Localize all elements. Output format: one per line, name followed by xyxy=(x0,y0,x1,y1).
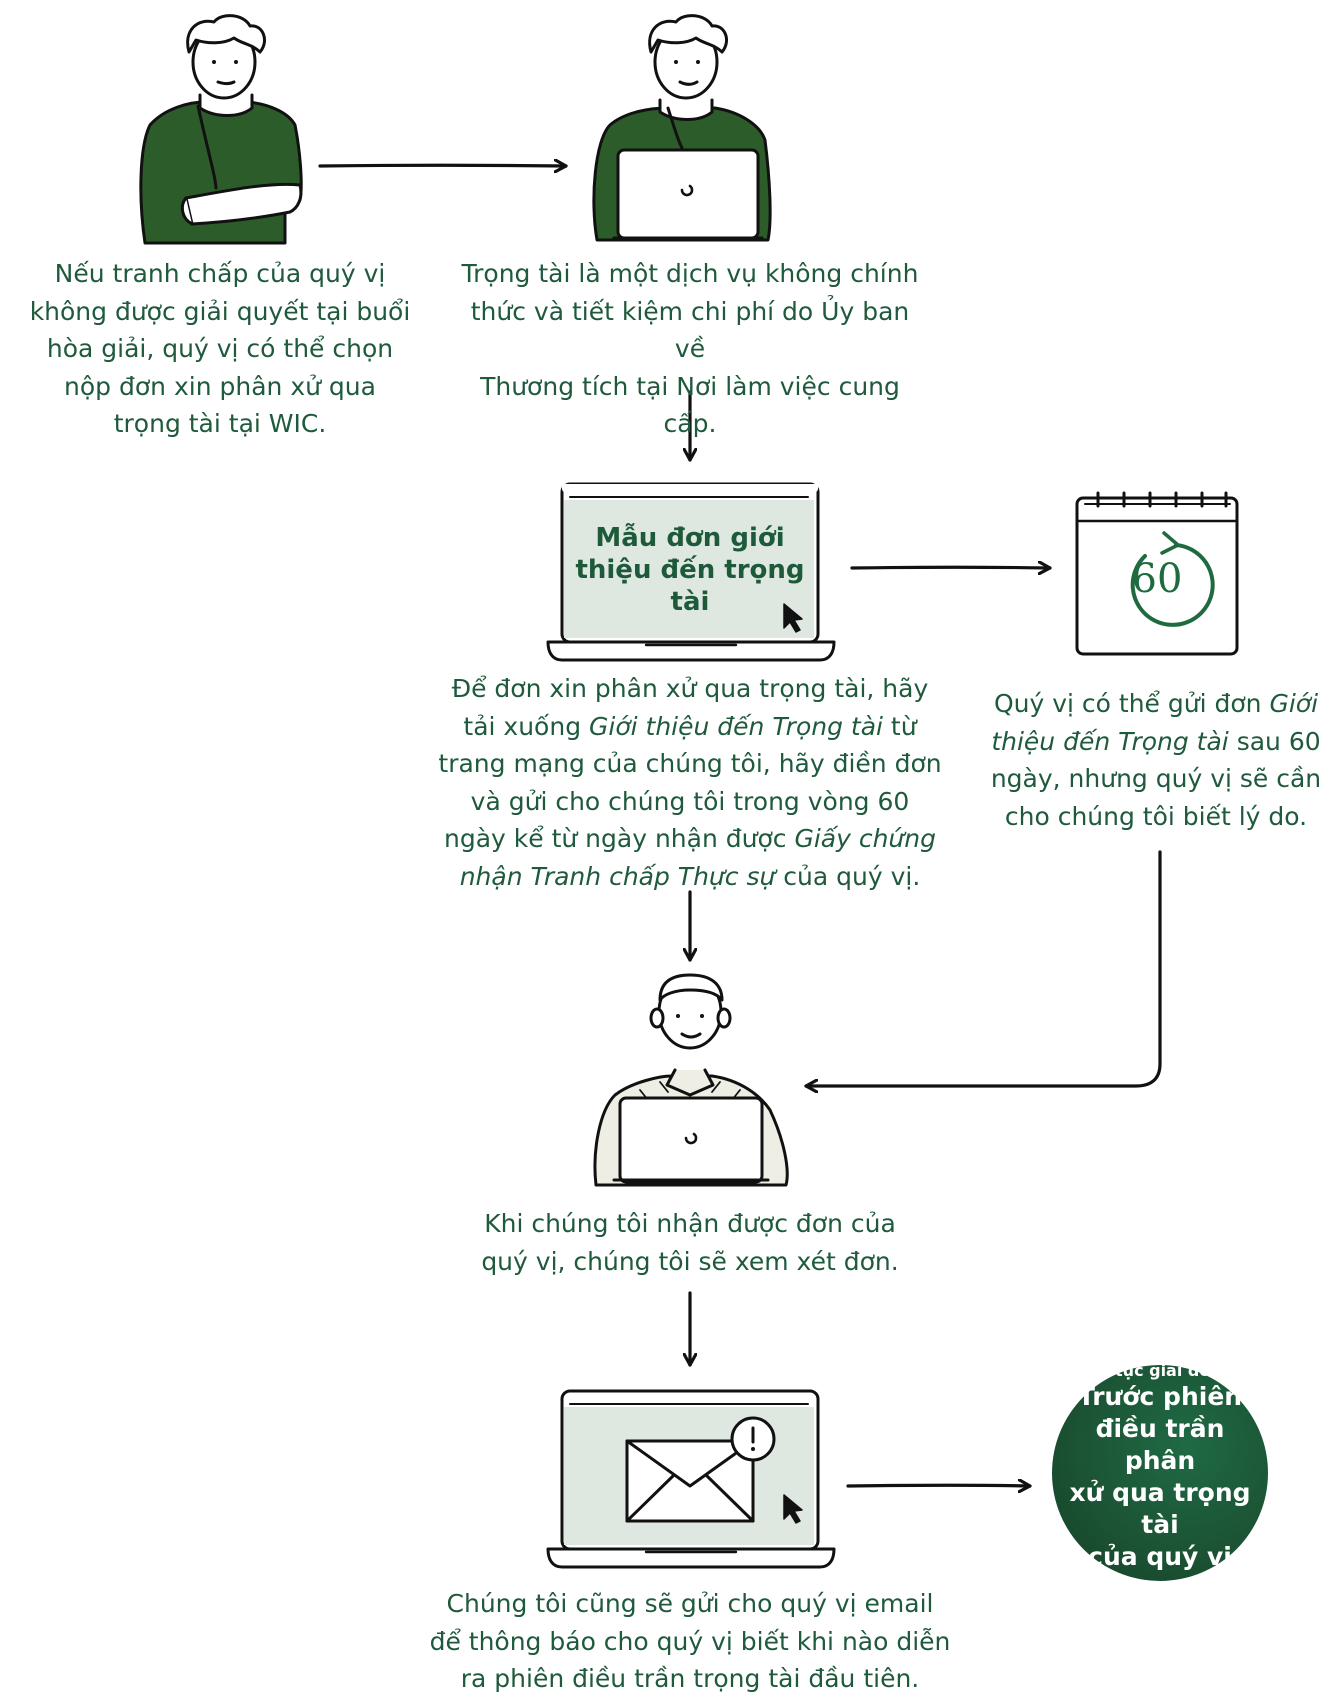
reviewer-illustration xyxy=(593,973,789,1187)
late-submission-text: Quý vị có thể gửi đơn Giới thiệu đến Trọ… xyxy=(990,689,1322,831)
form-screen-title: Mẫu đơn giới thiệu đến trọng tài xyxy=(575,523,805,617)
step3-text: Để đơn xin phân xử qua trọng tài, hãy tả… xyxy=(438,674,942,891)
flow-arrows xyxy=(318,165,1162,1486)
next-stage-kicker: Tiếp tục giai đoạn 2 xyxy=(1070,1361,1250,1380)
arrow-form-to-calendar xyxy=(850,567,1052,568)
arrow-step1-to-step2 xyxy=(318,165,568,166)
arrow-late-to-reviewer xyxy=(804,850,1162,1086)
worker-laptop-illustration xyxy=(592,14,772,242)
email-laptop-illustration xyxy=(546,1389,836,1569)
step5-text: Chúng tôi cũng sẽ gửi cho quý vị email đ… xyxy=(429,1589,951,1693)
step2-text: Trọng tài là một dịch vụ không chính thứ… xyxy=(461,259,919,438)
step4-text: Khi chúng tôi nhận được đơn của quý vị, … xyxy=(481,1209,899,1276)
referral-form-laptop-illustration xyxy=(546,482,836,662)
calendar-icon xyxy=(1075,491,1239,656)
step1-text: Nếu tranh chấp của quý vị không được giả… xyxy=(29,259,411,438)
calendar-number: 60 xyxy=(1131,556,1183,602)
arrow-email-to-next-stage xyxy=(846,1485,1032,1486)
injured-worker-illustration xyxy=(139,14,303,245)
next-stage-circle[interactable]: Tiếp tục giai đoạn 2 Trước phiên điều tr… xyxy=(1052,1361,1268,1581)
next-stage-title: Trước phiên điều trần phân xử qua trọng … xyxy=(1069,1382,1251,1571)
